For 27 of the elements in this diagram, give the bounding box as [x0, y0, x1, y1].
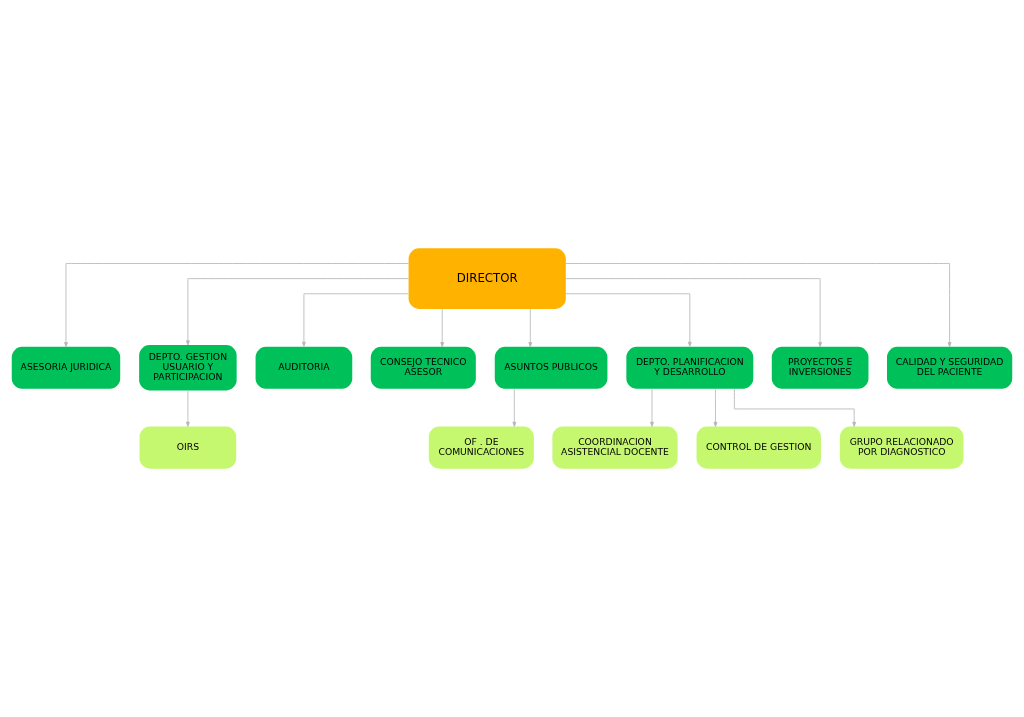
node-box: ASESORIA JURIDICA — [11, 346, 121, 389]
arrow — [650, 388, 654, 427]
arrow — [565, 263, 952, 348]
node-box: CONSEJO TECNICO ASESOR — [370, 346, 476, 389]
node-box: DIRECTOR — [408, 248, 566, 309]
node-box: CONTROL DE GESTION — [696, 426, 821, 469]
arrow — [186, 390, 190, 427]
node-box: PROYECTOS E INVERSIONES — [771, 346, 869, 389]
arrow — [64, 263, 409, 348]
arrow — [512, 388, 517, 427]
node-box: CALIDAD Y SEGURIDAD DEL PACIENTE — [886, 346, 1013, 389]
node-box: ASUNTOS PUBLICOS — [494, 346, 608, 389]
node-box: OF . DE COMUNICACIONES — [428, 426, 534, 469]
node-box: DEPTO. GESTION USUARIO Y PARTICIPACION — [139, 345, 237, 391]
node-box: COORDINACION ASISTENCIAL DOCENTE — [552, 426, 678, 469]
arrow — [302, 293, 409, 347]
arrow — [733, 388, 857, 427]
node-box: GRUPO RELACIONADO POR DIAGNOSTICO — [839, 426, 964, 469]
arrow — [565, 293, 692, 347]
node-box: OIRS — [139, 426, 237, 469]
arrow — [186, 278, 409, 346]
arrow — [528, 308, 533, 348]
arrow — [565, 278, 822, 348]
node-box: AUDITORIA — [255, 346, 353, 389]
arrow — [713, 388, 718, 427]
node-box: DEPTO. PLANIFICACION Y DESARROLLO — [626, 346, 754, 389]
arrow — [440, 308, 445, 348]
